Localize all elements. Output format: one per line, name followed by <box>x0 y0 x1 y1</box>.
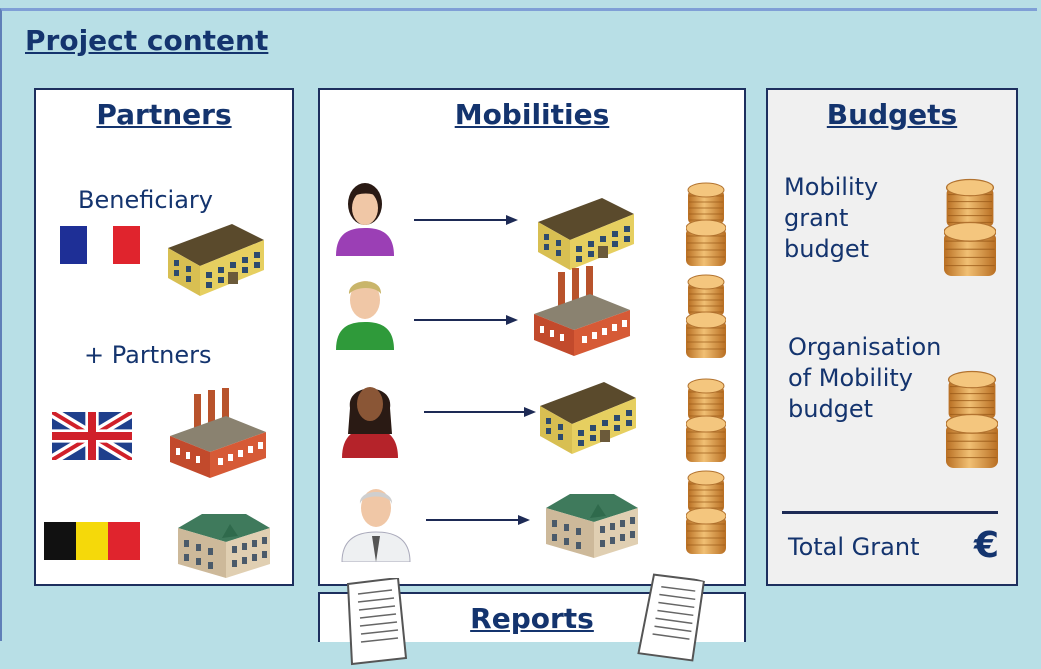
older-man-white-icon <box>336 476 416 562</box>
school-building-icon <box>540 374 636 454</box>
woman-red-icon <box>334 368 406 458</box>
budgets-heading: Budgets <box>826 98 958 131</box>
arrow-icon <box>424 406 536 418</box>
mobilities-panel: Mobilities <box>318 88 746 586</box>
coin-stack-icon <box>686 272 726 358</box>
mobility-grant-line-2: grant <box>784 204 849 232</box>
partners-heading: Partners <box>96 98 232 131</box>
uk-flag-icon <box>52 412 132 460</box>
coin-stack-icon <box>686 376 726 462</box>
coin-stack-icon <box>944 176 996 276</box>
arrow-icon <box>426 514 530 526</box>
arrow-icon <box>414 214 518 226</box>
frame-border <box>0 8 1037 641</box>
organisation-line-2: of Mobility <box>788 364 914 392</box>
arrow-icon <box>414 314 518 326</box>
manor-building-icon <box>174 506 270 578</box>
plus-partners-label: + Partners <box>84 341 212 369</box>
belgium-flag-icon <box>44 522 140 560</box>
mobility-grant-line-1: Mobility <box>784 173 879 201</box>
document-icon <box>340 578 410 666</box>
factory-icon <box>170 388 266 480</box>
coin-stack-icon <box>686 468 726 554</box>
school-building-icon <box>168 216 264 296</box>
manor-building-icon <box>542 486 638 558</box>
budget-divider <box>782 511 998 514</box>
organisation-line-3: budget <box>788 395 874 423</box>
total-grant-label: Total Grant <box>788 533 920 561</box>
man-green-icon <box>330 266 400 350</box>
mobilities-heading: Mobilities <box>454 98 610 131</box>
page-title: Project content <box>25 24 269 57</box>
reports-heading: Reports <box>470 602 594 635</box>
euro-icon: € <box>974 525 1000 566</box>
coin-stack-icon <box>686 180 726 266</box>
budgets-panel: Budgets Mobility grant budget Organisati… <box>766 88 1018 586</box>
organisation-line-1: Organisation <box>788 333 942 361</box>
factory-icon <box>534 266 630 358</box>
school-building-icon <box>538 190 634 270</box>
mobility-grant-line-3: budget <box>784 235 870 263</box>
coin-stack-icon <box>946 368 998 468</box>
woman-purple-icon <box>330 176 400 256</box>
beneficiary-label: Beneficiary <box>78 186 213 214</box>
france-flag-icon <box>60 226 140 264</box>
partners-panel: Partners Beneficiary + Partners <box>34 88 294 586</box>
